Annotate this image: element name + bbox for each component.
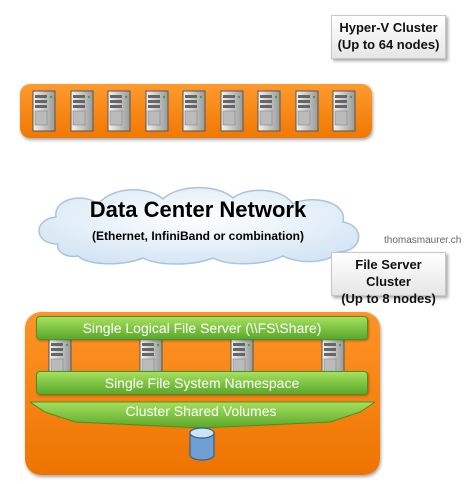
namespace-bar: Single File System Namespace <box>36 371 368 395</box>
csv-label: Cluster Shared Volumes <box>125 403 277 419</box>
server-tower-icon <box>229 337 255 381</box>
watermark: thomasmaurer.ch <box>384 235 462 246</box>
network-subtitle: (Ethernet, InfiniBand or combination) <box>92 229 304 243</box>
server-tower-icon <box>219 89 245 133</box>
server-tower-icon <box>69 89 95 133</box>
server-tower-icon <box>256 89 282 133</box>
hyperv-cluster-title: Hyper-V Cluster <box>339 20 438 35</box>
fileserver-cluster-label: File Server Cluster (Up to 8 nodes) <box>331 252 446 306</box>
server-tower-icon <box>294 89 320 133</box>
cloud-icon <box>38 186 360 265</box>
disk-cylinder-icon <box>189 427 215 461</box>
network-title: Data Center Network <box>89 197 307 222</box>
fileserver-cluster-nodes: (Up to 8 nodes) <box>341 291 436 306</box>
server-tower-icon <box>106 89 132 133</box>
server-tower-icon <box>144 89 170 133</box>
fileserver-cluster-title: File Server Cluster <box>355 257 422 289</box>
server-tower-icon <box>181 89 207 133</box>
server-tower-icon <box>31 89 57 133</box>
csv-arrow-shape <box>30 401 375 429</box>
server-tower-icon <box>331 89 357 133</box>
hyperv-cluster-nodes: (Up to 64 nodes) <box>337 37 440 52</box>
server-tower-icon <box>47 337 73 381</box>
hyperv-cluster-label: Hyper-V Cluster (Up to 64 nodes) <box>331 15 446 59</box>
logical-file-server-bar: Single Logical File Server (\\FS\Share) <box>36 316 368 340</box>
